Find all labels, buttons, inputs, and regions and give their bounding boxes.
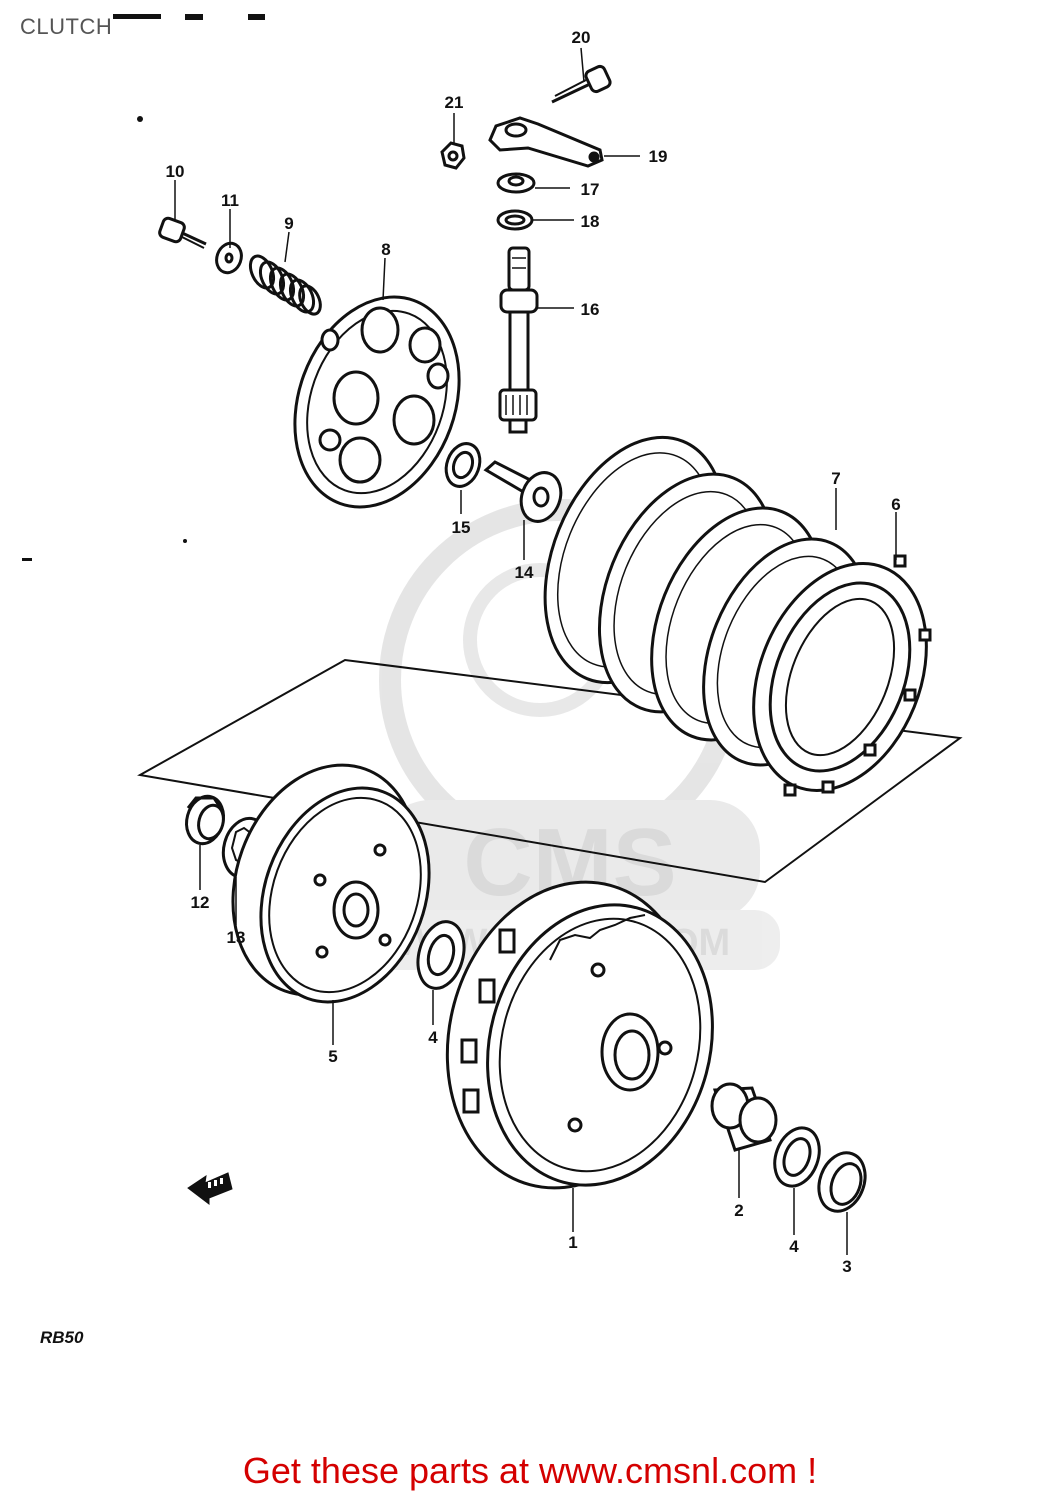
page-title: CLUTCH xyxy=(20,14,113,39)
header-marks xyxy=(22,14,265,561)
part-9-spring xyxy=(248,254,322,316)
callout-4-left: 4 xyxy=(428,1028,438,1047)
front-direction-arrow-icon xyxy=(187,1172,233,1206)
part-1-clutch-housing xyxy=(445,880,714,1190)
callout-12: 12 xyxy=(191,893,210,912)
part-21-nut xyxy=(440,141,466,170)
part-8-pressure-plate xyxy=(293,295,461,509)
callout-14: 14 xyxy=(515,563,534,582)
callout-16: 16 xyxy=(581,300,600,319)
part-18-oring xyxy=(496,209,534,231)
footer-banner: Get these parts at www.cmsnl.com ! xyxy=(0,1450,1060,1492)
callout-20: 20 xyxy=(572,28,591,47)
callout-10: 10 xyxy=(166,162,185,181)
part-12-nut xyxy=(185,794,225,846)
callout-21: 21 xyxy=(445,93,464,112)
callout-6: 6 xyxy=(891,495,900,514)
callout-18: 18 xyxy=(581,212,600,231)
model-code: RB50 xyxy=(40,1328,84,1347)
callout-3: 3 xyxy=(842,1257,851,1276)
part-10-bolt xyxy=(158,216,207,249)
part-4-thrust-washer-right xyxy=(773,1126,821,1188)
callout-7: 7 xyxy=(831,469,840,488)
callout-15: 15 xyxy=(452,518,471,537)
callout-4-right: 4 xyxy=(789,1237,799,1256)
assembly-plane-outline xyxy=(137,658,963,884)
callout-19: 19 xyxy=(649,147,668,166)
callout-8: 8 xyxy=(381,240,390,259)
part-16-release-shaft xyxy=(498,246,539,434)
callout-labels: 1 2 3 4 4 5 6 7 8 9 10 11 12 13 14 15 16… xyxy=(166,28,901,1276)
part-15-bearing xyxy=(444,442,482,488)
callout-17: 17 xyxy=(581,180,600,199)
part-3-spacer xyxy=(817,1151,867,1213)
footer-suffix: ! xyxy=(797,1450,818,1491)
callout-1: 1 xyxy=(568,1233,577,1252)
part-19-release-arm xyxy=(488,116,604,168)
callout-13: 13 xyxy=(227,928,246,947)
part-4-thrust-washer-left xyxy=(416,920,466,990)
part-2-bushing xyxy=(710,1082,778,1152)
part-11-washer xyxy=(215,241,243,275)
footer-site-link[interactable]: www.cmsnl.com xyxy=(539,1450,798,1491)
callout-9: 9 xyxy=(284,214,293,233)
callout-leader-lines xyxy=(174,47,897,1255)
callout-11: 11 xyxy=(221,191,239,210)
callout-2: 2 xyxy=(734,1201,743,1220)
part-14-push-piece xyxy=(483,460,563,523)
callout-5: 5 xyxy=(328,1047,337,1066)
part-20-bolt xyxy=(551,64,612,104)
part-5-clutch-hub xyxy=(231,763,431,1004)
footer-prefix: Get these parts at xyxy=(242,1450,540,1491)
part-17-washer xyxy=(496,172,536,194)
part-6-friction-plate xyxy=(752,554,932,797)
